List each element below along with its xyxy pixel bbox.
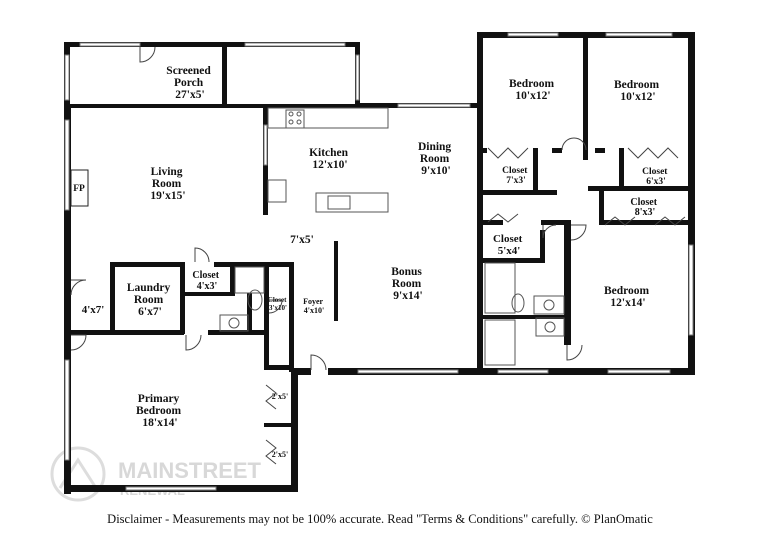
- room-bedroom-1: Bedroom 10'x12': [509, 78, 557, 102]
- room-bonus: Bonus Room 9'x14': [391, 266, 425, 302]
- screened-porch-name-1: Screened: [166, 65, 211, 77]
- closet-primary-1: 2'x5': [272, 392, 288, 401]
- entry-size: 4'x7': [82, 304, 105, 316]
- closet-primary-2: 2'x5': [272, 450, 288, 459]
- walls: [64, 32, 695, 494]
- screened-porch-size: 27'x5': [175, 89, 204, 101]
- screened-porch-name-2: Porch: [174, 77, 204, 89]
- doors: [70, 46, 686, 465]
- watermark-logo: MAINSTREET RENEWAL: [50, 446, 262, 502]
- windows: [64, 32, 694, 491]
- watermark-line1: MAINSTREET: [118, 458, 262, 483]
- closet-bedroom-1: Closet 7'x3': [502, 166, 530, 186]
- closet-laundry: Closet 4'x3': [192, 270, 221, 292]
- room-screened-porch: Screened Porch 27'x5': [166, 65, 213, 101]
- room-laundry: Laundry Room 6'x7': [127, 282, 173, 318]
- disclaimer: Disclaimer - Measurements may not be 100…: [107, 512, 653, 526]
- hall-size: 7'x5': [290, 234, 314, 246]
- room-labels: Screened Porch 27'x5' Kitchen 12'x10' Di…: [73, 65, 670, 459]
- fixtures: [70, 107, 565, 366]
- foyer-label: Foyer 4'x10': [303, 297, 325, 315]
- closet-bedroom-3: Closet 8'x3': [630, 197, 659, 218]
- room-bedroom-3: Bedroom 12'x14': [604, 285, 652, 309]
- fireplace-label: FP: [73, 184, 85, 194]
- closet-hall-bath: Closet 5'x4': [493, 233, 525, 257]
- room-primary-bedroom: Primary Bedroom 18'x14': [136, 393, 184, 429]
- room-kitchen: Kitchen 12'x10': [309, 147, 351, 171]
- room-dining: Dining Room 9'x10': [418, 141, 454, 177]
- closet-hall: Closet 3'x10': [268, 296, 288, 312]
- closet-bedroom-2: Closet 6'x3': [642, 167, 670, 187]
- room-bedroom-2: Bedroom 10'x12': [614, 79, 662, 103]
- room-living: Living Room 19'x15': [150, 166, 185, 202]
